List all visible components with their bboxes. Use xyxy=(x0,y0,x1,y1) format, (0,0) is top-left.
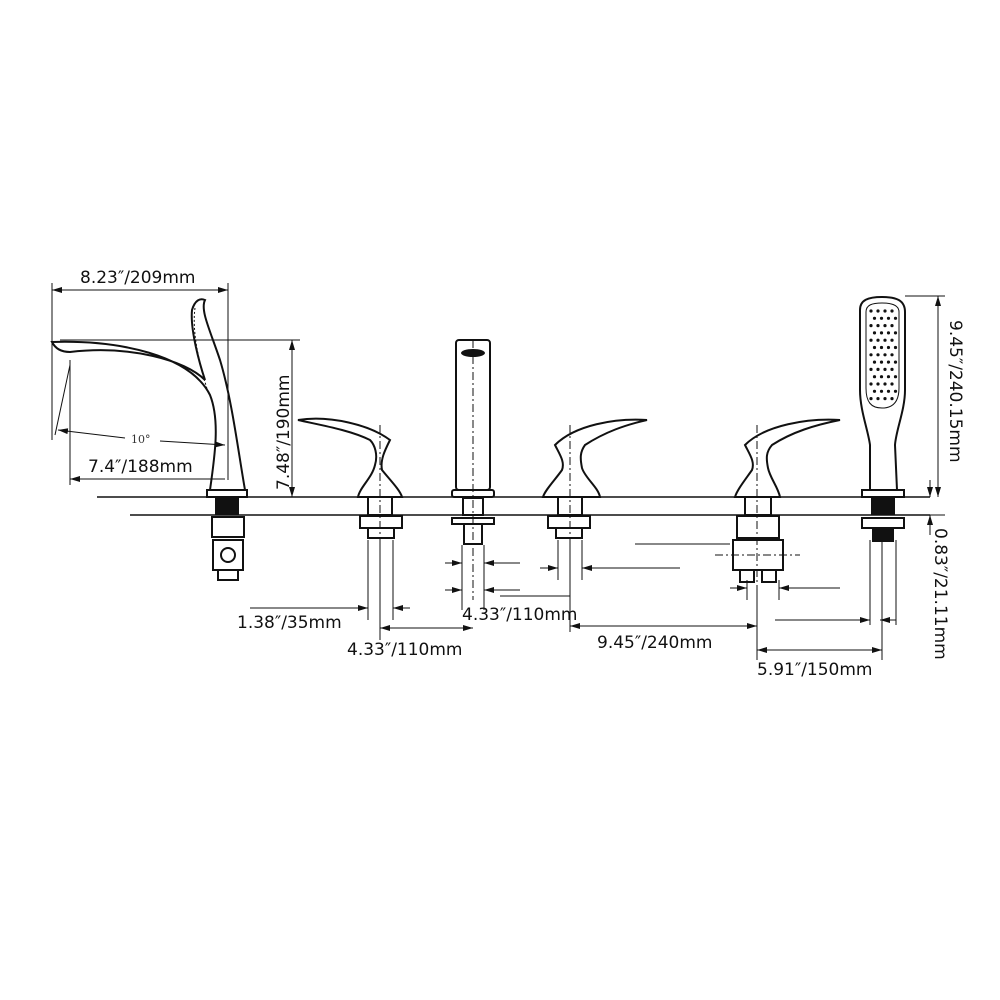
handle-to-spout-spacing-label: 4.33″/110mm xyxy=(462,605,578,625)
spout-reach-label: 8.23″/209mm xyxy=(80,268,196,288)
nozzle-dot xyxy=(872,316,877,320)
nozzle-dot xyxy=(876,397,880,401)
nozzle-dot xyxy=(886,375,891,379)
shower-spray-nozzles xyxy=(869,309,898,401)
handle-left xyxy=(297,417,404,540)
nozzle-dot xyxy=(879,316,884,320)
nozzle-dot xyxy=(886,345,891,350)
nozzle-dot xyxy=(893,389,898,393)
handle-right xyxy=(715,418,841,590)
nozzle-dot xyxy=(886,331,891,335)
nozzle-dot xyxy=(890,367,894,371)
nozzle-dot xyxy=(869,338,873,342)
handle-to-handle-spacing-label: 9.45″/240mm xyxy=(597,633,713,653)
hand-shower-height-label: 9.45″/240.15mm xyxy=(945,320,965,463)
nozzle-dot xyxy=(883,397,887,401)
nozzle-dot xyxy=(879,389,884,393)
nozzle-dot xyxy=(886,316,891,320)
tub-spout xyxy=(451,339,495,600)
nozzle-dot xyxy=(872,375,877,379)
nozzle-dot xyxy=(883,382,887,386)
handle-to-shower-spacing-label: 5.91″/150mm xyxy=(757,660,873,680)
nozzle-dot xyxy=(876,338,880,342)
nozzle-dot xyxy=(893,316,898,320)
waterfall-spout xyxy=(50,298,248,581)
nozzle-dot xyxy=(893,375,898,379)
nozzle-dot xyxy=(893,331,898,335)
spout-outlet-reach-label: 7.4″/188mm xyxy=(88,457,193,477)
nozzle-dot xyxy=(869,382,873,386)
nozzle-dot xyxy=(883,353,887,357)
hand-shower xyxy=(859,295,906,542)
nozzle-dot xyxy=(883,338,887,342)
nozzle-dot xyxy=(890,309,894,313)
nozzle-dot xyxy=(876,324,880,328)
spout-to-handle-spacing-label: 4.33″/110mm xyxy=(347,640,463,660)
handle-base-diameter-label: 1.38″/35mm xyxy=(237,613,342,633)
nozzle-dot xyxy=(876,353,880,357)
nozzle-dot xyxy=(872,389,877,393)
nozzle-dot xyxy=(872,345,877,350)
nozzle-dot xyxy=(890,324,894,328)
nozzle-dot xyxy=(872,331,877,335)
nozzle-dot xyxy=(869,397,873,401)
nozzle-dot xyxy=(879,360,884,364)
spout-height-label: 7.48″/190mm xyxy=(274,375,294,491)
nozzle-dot xyxy=(876,367,880,371)
nozzle-dot xyxy=(869,324,873,328)
nozzle-dot xyxy=(869,367,873,371)
nozzle-dot xyxy=(869,353,873,357)
nozzle-dot xyxy=(876,309,880,313)
nozzle-dot xyxy=(879,375,884,379)
nozzle-dot xyxy=(879,331,884,335)
spout-angle-label: 10° xyxy=(131,433,151,446)
nozzle-dot xyxy=(893,345,898,350)
nozzle-dot xyxy=(872,360,877,364)
nozzle-dot xyxy=(890,382,894,386)
nozzle-dot xyxy=(883,367,887,371)
handle-center xyxy=(541,418,648,540)
nozzle-dot xyxy=(890,353,894,357)
nozzle-dot xyxy=(869,309,873,313)
deck-thickness-label: 0.83″/21.11mm xyxy=(930,528,950,660)
nozzle-dot xyxy=(886,389,891,393)
nozzle-dot xyxy=(886,360,891,364)
nozzle-dot xyxy=(890,397,894,401)
nozzle-dot xyxy=(893,360,898,364)
nozzle-dot xyxy=(876,382,880,386)
nozzle-dot xyxy=(883,324,887,328)
dimension-lines xyxy=(51,283,945,660)
nozzle-dot xyxy=(890,338,894,342)
nozzle-dot xyxy=(883,309,887,313)
nozzle-dot xyxy=(879,345,884,350)
